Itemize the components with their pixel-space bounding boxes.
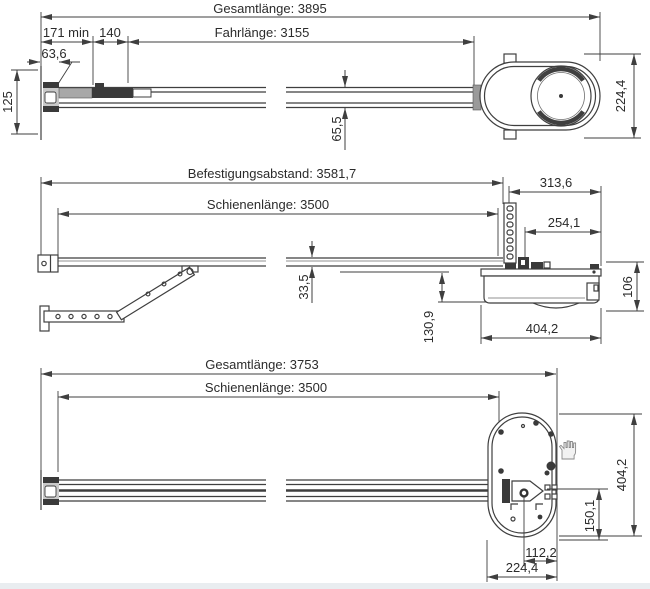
- rail-top-view: [59, 86, 473, 109]
- view-bottom: Gesamtlänge: 3753 Schienenlänge: 3500: [40, 357, 642, 582]
- dim-end-plate-height: 125: [0, 69, 38, 135]
- label-end-plate-height: 125: [0, 91, 15, 113]
- mounting-strap: [503, 202, 517, 264]
- keyhole: [544, 461, 556, 476]
- dim-head-width-top: 224,4: [584, 53, 641, 139]
- label-head-width-bottom: 224,4: [506, 560, 539, 575]
- drive-head-top-view: [472, 53, 601, 140]
- rail-head-connector: [502, 479, 510, 503]
- label-rail-length-middle: Schienenlänge: 3500: [207, 197, 329, 212]
- dim-rail-width: 65,5: [329, 70, 348, 150]
- rail-side-view: [58, 257, 503, 267]
- label-bracket-offset: 63,6: [41, 46, 66, 61]
- dim-head-drop: 130,9: [340, 271, 487, 344]
- carriage-top-view: [58, 83, 152, 99]
- rail-end-plate-top: [40, 66, 59, 140]
- dim-total-length-bottom: Gesamtlänge: 3753: [40, 357, 558, 581]
- label-head-height: 106: [620, 276, 635, 298]
- belt-pulley: [530, 65, 592, 127]
- dim-head-mount-offset: 254,1: [524, 215, 601, 261]
- dim-head-height: 106: [606, 261, 644, 312]
- rail-end-plate-bottom: [40, 470, 59, 510]
- label-rail-height: 33,5: [296, 274, 311, 299]
- dim-head-length-middle: 404,2: [480, 305, 602, 344]
- drive-head-side-view: [480, 202, 602, 309]
- dim-head-rear-offset: 313,6: [508, 175, 602, 266]
- wall-bracket-side: [37, 254, 59, 273]
- dim-rail-height: 33,5: [296, 241, 315, 303]
- label-total-length-top: Gesamtlänge: 3895: [213, 1, 326, 16]
- rail-bottom-view: [59, 479, 502, 502]
- dim-head-width-bottom: 224,4: [486, 540, 557, 582]
- label-rail-width: 65,5: [329, 116, 344, 141]
- screw-hole: [498, 468, 504, 474]
- screw-hole: [498, 429, 504, 435]
- label-total-length-bottom: Gesamtlänge: 3753: [205, 357, 318, 372]
- dim-head-length-bottom: 404,2: [559, 413, 642, 537]
- screw-hole: [537, 514, 543, 520]
- dim-travel-chain: 171 min 140 Fahrlänge: 3155: [41, 25, 475, 86]
- dim-rail-length-middle: Schienenlänge: 3500: [57, 197, 499, 256]
- bottom-edge-strip: [0, 583, 650, 589]
- label-carriage-offset: 140: [99, 25, 121, 40]
- view-top: Gesamtlänge: 3895 171 min 140 Fahrlänge:…: [0, 1, 641, 150]
- door-arm: [39, 265, 199, 332]
- label-min-offset: 171 min: [43, 25, 89, 40]
- dim-total-length-top: Gesamtlänge: 3895: [40, 1, 601, 66]
- label-head-length-bottom: 404,2: [614, 459, 629, 492]
- dim-rail-length-bottom: Schienenlänge: 3500: [57, 380, 500, 477]
- label-head-drop: 130,9: [421, 311, 436, 344]
- label-head-length-middle: 404,2: [526, 321, 559, 336]
- label-rail-length-bottom: Schienenlänge: 3500: [205, 380, 327, 395]
- label-mounting-distance: Befestigungsabstand: 3581,7: [188, 166, 356, 181]
- dim-head-center-offset: 150,1: [547, 488, 608, 541]
- label-head-center-offset: 150,1: [582, 500, 597, 533]
- pivot-screw: [519, 488, 529, 498]
- rail-clamp: [505, 257, 551, 269]
- dim-bracket-offset: 63,6: [27, 46, 80, 85]
- dim-mounting-distance: Befestigungsabstand: 3581,7: [40, 166, 504, 255]
- drive-head-bottom-view: [487, 412, 577, 538]
- label-pivot-offset: 112,2: [525, 545, 557, 560]
- view-middle: Befestigungsabstand: 3581,7 313,6 Schien…: [37, 166, 644, 344]
- label-head-rear-offset: 313,6: [540, 175, 573, 190]
- screw-hole: [548, 431, 554, 437]
- hand-icon: [558, 440, 577, 460]
- screw-hole: [533, 420, 539, 426]
- label-head-width-top: 224,4: [613, 80, 628, 113]
- dim-pivot-offset: 112,2: [523, 497, 557, 566]
- mounting-lug: [503, 129, 517, 140]
- label-travel-length: Fahrlänge: 3155: [215, 25, 310, 40]
- label-head-mount-offset: 254,1: [548, 215, 581, 230]
- carriage-reference-nub: [95, 83, 104, 88]
